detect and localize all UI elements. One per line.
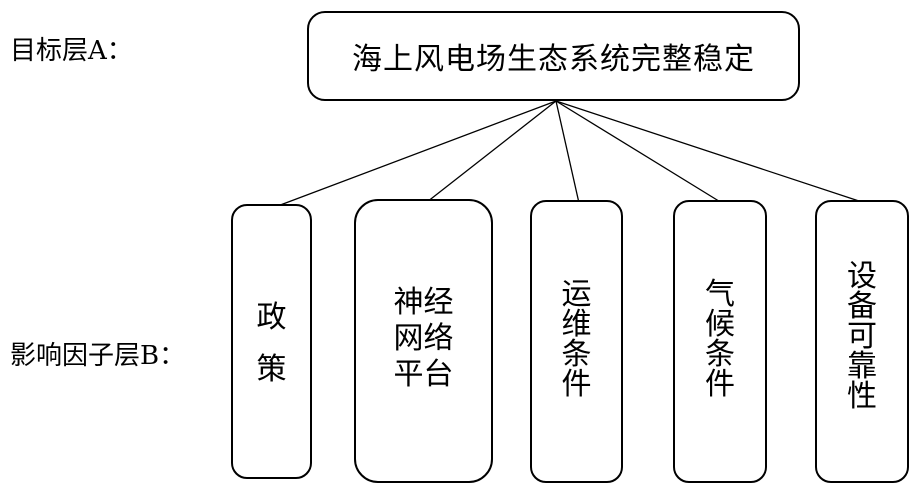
goal-layer-label: 目标层A： bbox=[10, 36, 133, 66]
connector-line-neural-network-platform bbox=[426, 100, 557, 203]
factor-node-policy: 政 策 bbox=[231, 204, 312, 479]
factor-node-climate-conditions: 气 候 条 件 bbox=[673, 200, 767, 483]
factor-node-text: 神经 网络 平台 bbox=[393, 285, 454, 392]
connector-line-operation-conditions bbox=[555, 100, 580, 204]
connector-line-equipment-reliability bbox=[555, 100, 866, 204]
goal-node: 海上风电场生态系统完整稳定 bbox=[307, 11, 800, 101]
factor-layer-label: 影响因子层B： bbox=[10, 341, 186, 371]
factor-node-text: 运 维 条 件 bbox=[561, 277, 592, 402]
connector-line-climate-conditions bbox=[555, 100, 723, 204]
factor-node-text: 设 备 可 靠 性 bbox=[847, 259, 877, 414]
factor-node-text: 气 候 条 件 bbox=[705, 277, 735, 402]
factor-node-equipment-reliability: 设 备 可 靠 性 bbox=[815, 200, 909, 483]
factor-node-operation-conditions: 运 维 条 件 bbox=[530, 200, 623, 483]
factor-node-text: 政 策 bbox=[256, 300, 287, 387]
goal-node-text: 海上风电场生态系统完整稳定 bbox=[352, 42, 755, 77]
factor-node-neural-network-platform: 神经 网络 平台 bbox=[354, 199, 493, 483]
connector-line-policy bbox=[274, 100, 557, 208]
